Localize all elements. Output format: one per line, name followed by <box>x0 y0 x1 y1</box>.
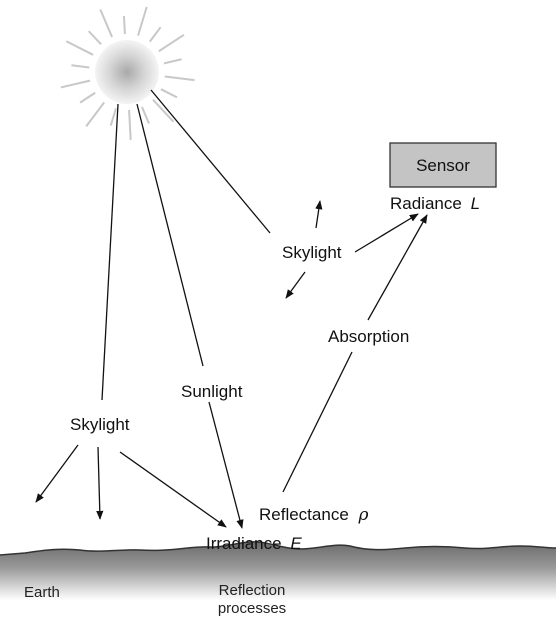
irradiance-label: Irradiance E <box>206 534 302 553</box>
reflection-processes-label-line2: processes <box>218 600 286 617</box>
sun-ray-spike <box>141 106 150 124</box>
absorption-to-sensor-arrow <box>367 214 428 321</box>
skylight-to-ground-arrow <box>119 451 227 528</box>
skylight-top-label: Skylight <box>282 243 342 262</box>
absorption-label: Absorption <box>328 327 409 346</box>
sun-ray-spike <box>65 40 94 56</box>
sun-ray-spike <box>152 99 175 123</box>
sensor: Sensor <box>389 142 497 188</box>
sun-ray-spike <box>122 16 126 35</box>
skylight-up-arrow <box>315 200 323 229</box>
sun-ray-spike <box>85 101 105 127</box>
sunlight-ray-lower <box>208 401 244 529</box>
sun-ray-spike <box>60 79 91 89</box>
skylight-to-sensor-arrow <box>354 213 419 253</box>
sun-ray-spike <box>158 34 185 53</box>
earth-label: Earth <box>24 584 60 601</box>
skylight-down-arrow-left <box>96 446 104 520</box>
reflectance-to-absorption-ray <box>282 351 353 493</box>
sun-ray-spike <box>79 91 96 104</box>
ground-edge <box>0 541 556 556</box>
sunlight-ray-upper <box>136 103 204 367</box>
sun-to-left-skylight-ray <box>101 103 119 401</box>
sun-ray-spike <box>160 88 178 99</box>
sensor-box <box>389 142 497 188</box>
reflectance-label: Reflectance ρ <box>259 505 369 525</box>
sun-ray-spike <box>164 75 195 82</box>
skylight-down-arrow <box>285 271 306 299</box>
sun-ray-spike <box>109 108 117 126</box>
sun-ray-spike <box>149 26 162 43</box>
sun-ray-spike <box>163 58 182 65</box>
sun-to-skylight-ray <box>150 89 271 234</box>
ground-surface <box>0 541 556 600</box>
skylight-left-arrow <box>35 444 79 503</box>
sensor-label: Sensor <box>416 156 470 175</box>
sun-ray-spike <box>128 109 132 140</box>
sun-ray-spike <box>71 64 90 69</box>
radiance-label: Radiance L <box>390 194 480 213</box>
sun-ray-spike <box>87 30 102 45</box>
sunlight-label: Sunlight <box>181 382 243 401</box>
sun-icon <box>60 6 195 140</box>
reflection-processes-label-line1: Reflection <box>219 582 286 599</box>
skylight-left-label: Skylight <box>70 415 130 434</box>
sun-ray-spike <box>137 6 148 36</box>
sun-ray-spike <box>99 9 113 38</box>
